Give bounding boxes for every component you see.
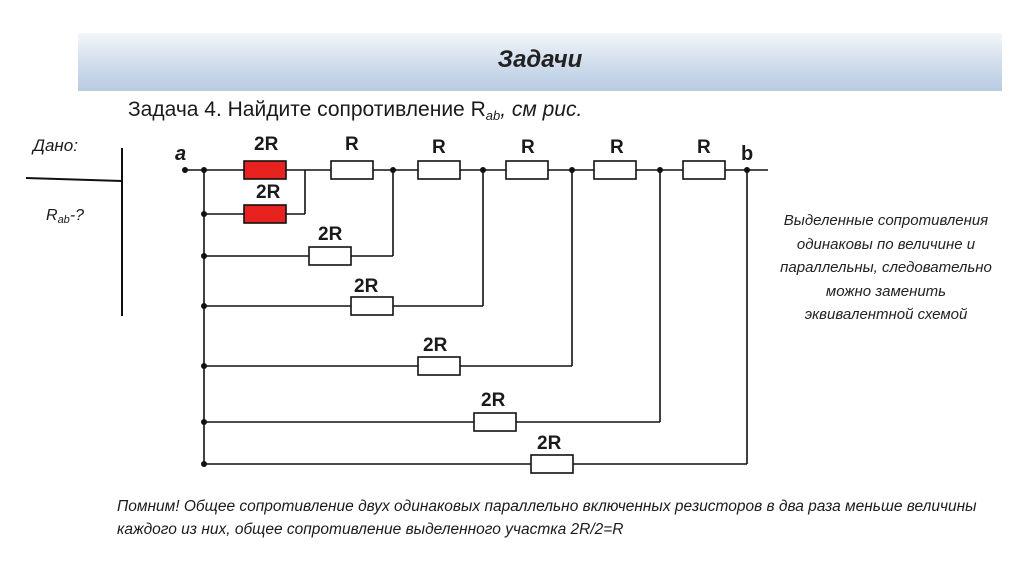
junction-dot: [201, 211, 207, 217]
resistor-branch-4: [473, 412, 517, 432]
find-subscript: ab: [57, 214, 70, 226]
resistor-branch-2: [350, 296, 394, 316]
explanation-note: Выделенные сопротивления одинаковы по ве…: [780, 212, 992, 323]
label-series-2: R: [432, 137, 446, 158]
task-subscript: ab: [485, 108, 501, 123]
resistor-series-4: [593, 160, 637, 180]
resistor-branch-3: [417, 356, 461, 376]
junction-dot: [390, 167, 396, 173]
footer-note: Помним! Общее сопротивление двух одинако…: [117, 498, 977, 538]
resistor-branch-5: [530, 454, 574, 474]
junction-dot: [201, 303, 207, 309]
label-highlighted-second: 2R: [256, 182, 281, 203]
task-statement: Задача 4. Найдите сопротивление Rab, см …: [128, 98, 582, 123]
junction-dot: [569, 167, 575, 173]
junction-dot: [201, 253, 207, 259]
label-series-1: R: [345, 134, 359, 155]
resistor-series-3: [505, 160, 549, 180]
junction-dot: [657, 167, 663, 173]
label-series-3: R: [521, 137, 535, 158]
resistor-highlighted-top: [243, 160, 287, 180]
junction-dot: [480, 167, 486, 173]
label-series-5: R: [697, 137, 711, 158]
node-b-dot: [744, 167, 750, 173]
resistor-highlighted-second: [243, 204, 287, 224]
resistor-branch-1: [308, 246, 352, 266]
label-branch-4: 2R: [481, 390, 506, 411]
junction-dot: [201, 419, 207, 425]
label-branch-3: 2R: [423, 335, 448, 356]
slide-header-bar: Задачи: [78, 33, 1002, 91]
node-a-label: a: [175, 143, 186, 165]
label-branch-5: 2R: [537, 433, 562, 454]
task-text: Задача 4. Найдите сопротивление R: [128, 98, 486, 121]
label-branch-1: 2R: [318, 224, 343, 245]
task-suffix: , см рис.: [500, 98, 583, 121]
given-divider-horizontal: [25, 177, 123, 182]
resistor-series-1: [330, 160, 374, 180]
label-highlighted-top: 2R: [254, 134, 279, 155]
find-suffix: -?: [69, 207, 85, 224]
node-b-label: b: [741, 143, 753, 165]
junction-dot: [201, 363, 207, 369]
resistor-series-5: [682, 160, 726, 180]
label-series-4: R: [610, 137, 624, 158]
node-a-dot: [182, 167, 188, 173]
junction-dot: [201, 167, 207, 173]
resistor-series-2: [417, 160, 461, 180]
label-branch-2: 2R: [354, 276, 379, 297]
given-label: Дано:: [33, 136, 78, 155]
slide-title: Задачи: [497, 46, 583, 73]
find-label: Rab-?: [46, 207, 84, 226]
junction-dot: [201, 461, 207, 467]
find-symbol: R: [46, 207, 58, 224]
